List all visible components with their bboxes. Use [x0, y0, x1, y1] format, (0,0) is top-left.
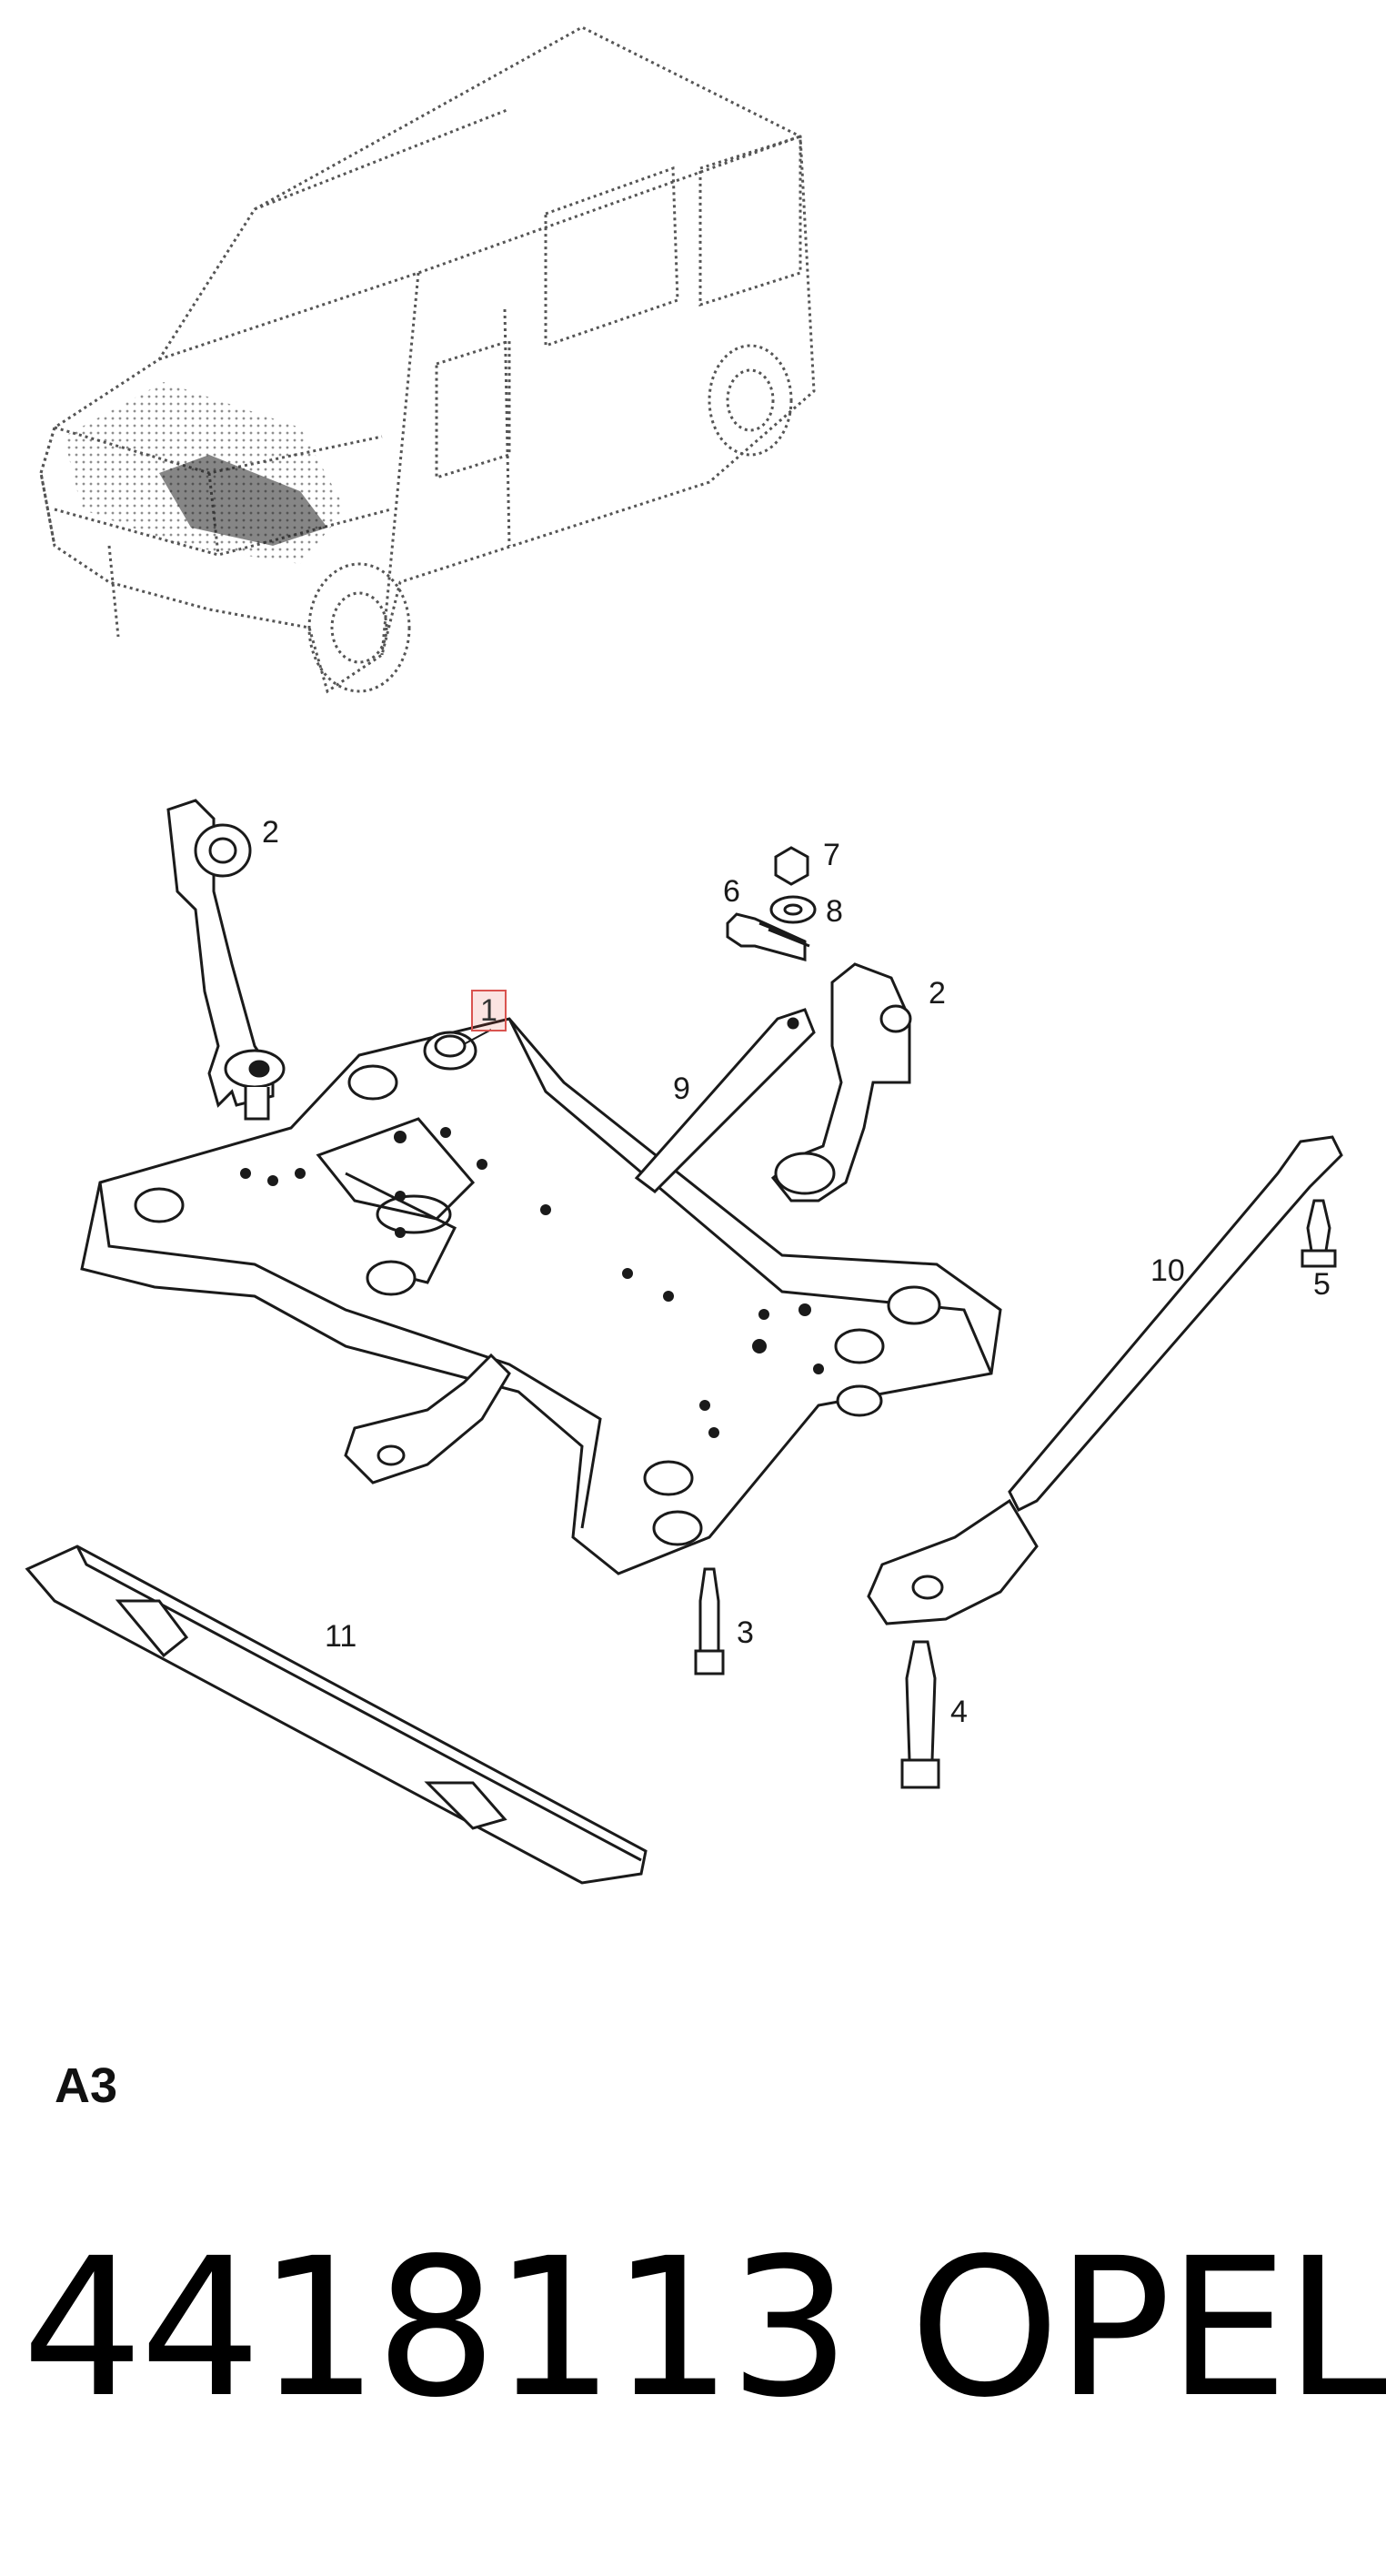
callout-2-left[interactable]: 2: [262, 815, 279, 850]
view-code-label: A3: [55, 2058, 118, 2113]
washer-part-8: [769, 895, 817, 924]
engine-mount-right-part-2: [770, 962, 912, 1202]
bolt-part-6: [726, 912, 810, 961]
callout-8[interactable]: 8: [826, 894, 843, 929]
brand-name: OPEL: [909, 2217, 1386, 2440]
engine-mount-left-part-2: [166, 799, 286, 1121]
callout-10[interactable]: 10: [1150, 1253, 1185, 1288]
callout-2-right[interactable]: 2: [929, 976, 946, 1011]
strut-part-9: [634, 1008, 816, 1193]
splash-shield-part-11: [25, 1545, 648, 1885]
screw-part-5: [1301, 1199, 1337, 1268]
callout-7[interactable]: 7: [823, 838, 840, 872]
nut-part-7: [774, 846, 809, 886]
lower-link-left: [344, 1353, 511, 1484]
callout-6[interactable]: 6: [723, 874, 740, 909]
callout-1[interactable]: 1: [471, 990, 507, 1031]
bolt-part-4: [900, 1640, 940, 1789]
engine-bay-shading: [64, 382, 346, 564]
callout-11[interactable]: 11: [325, 1619, 357, 1654]
part-number: 4418113: [22, 2217, 850, 2440]
callout-5[interactable]: 5: [1313, 1267, 1331, 1302]
subframe-holes: [240, 1127, 824, 1438]
callout-4[interactable]: 4: [950, 1695, 968, 1729]
bolt-part-3: [694, 1567, 725, 1675]
callout-3[interactable]: 3: [737, 1615, 754, 1650]
van-illustration: [39, 25, 816, 694]
strut-part-10: [867, 1135, 1343, 1625]
callout-9[interactable]: 9: [673, 1072, 690, 1106]
leader-lines: [463, 1029, 492, 1045]
